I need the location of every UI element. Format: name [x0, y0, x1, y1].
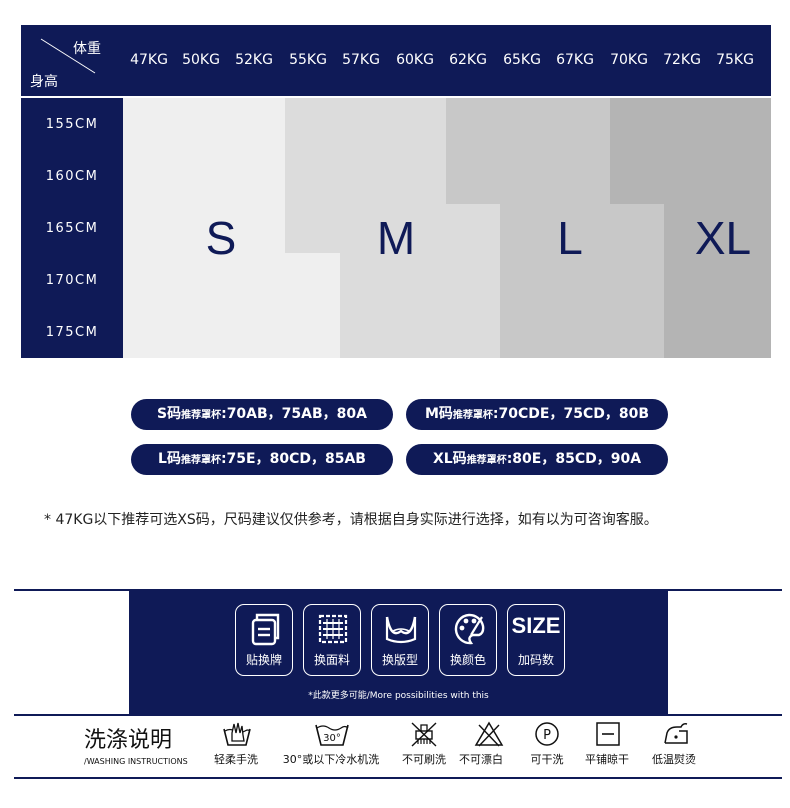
weight-column-label: 67KG: [556, 52, 594, 68]
custom-option-text: 贴换牌: [245, 653, 282, 667]
size-chart-header: 体重 身高 47KG 50KG 52KG 55KG 57KG 60KG 62KG 65KG 67…: [21, 25, 771, 96]
weight-column-label: 60KG: [396, 52, 434, 68]
wash-temp-text: 30°: [323, 733, 341, 744]
size-label-s: S: [205, 212, 237, 264]
height-row-label: 165CM: [45, 221, 99, 236]
customization-note: *此款更多可能/More possibilities with this: [308, 691, 489, 701]
custom-option-color[interactable]: 换颜色: [439, 604, 497, 676]
machine-wash-30-icon: 30°: [315, 724, 349, 746]
pill-cups: :80E，85CD，90A: [506, 451, 642, 467]
wash-label: 不可漂白: [459, 753, 503, 766]
wash-label: 轻柔手洗: [214, 753, 258, 766]
zone-l-fill: [500, 204, 664, 358]
recommend-pill-s: S码推荐罩杯:70AB，75AB，80A: [131, 399, 393, 430]
size-icon: SIZE: [511, 613, 561, 638]
height-row-label: 175CM: [45, 325, 99, 340]
pill-tag: 推荐罩杯: [181, 410, 222, 421]
weight-axis-label: 体重: [73, 41, 101, 57]
dry-clean-icon: P: [535, 722, 559, 746]
zone-s-lower: [285, 253, 340, 358]
height-row-label: 170CM: [45, 273, 99, 288]
zone-m-mid: [340, 204, 500, 358]
wash-label: 30°或以下冷水机洗: [282, 753, 380, 766]
weight-column-label: 65KG: [503, 52, 541, 68]
pill-size: S码: [157, 406, 182, 422]
height-row-label: 160CM: [45, 169, 99, 184]
no-bleach-icon: [474, 721, 504, 747]
custom-option-pattern[interactable]: 换版型: [371, 604, 429, 676]
zone-xl-upper: [610, 98, 771, 204]
pill-tag: 推荐罩杯: [180, 455, 221, 466]
diagonal-divider: [40, 38, 96, 74]
size-label-xl: XL: [694, 212, 752, 264]
size-label-l: L: [557, 212, 583, 264]
weight-column-label: 55KG: [289, 52, 327, 68]
hand-wash-icon: [223, 722, 251, 746]
divider-top: [14, 589, 782, 591]
height-row-label: 155CM: [45, 117, 99, 132]
custom-option-text: 换版型: [381, 653, 418, 667]
custom-option-fabric[interactable]: 换面料: [303, 604, 361, 676]
recommend-pill-m: M码推荐罩杯:70CDE，75CD，80B: [406, 399, 668, 430]
dry-flat-icon: [596, 722, 620, 746]
weight-column-label: 70KG: [610, 52, 648, 68]
pill-tag: 推荐罩杯: [452, 410, 493, 421]
weight-column-label: 57KG: [342, 52, 380, 68]
recommend-pill-xl: XL码推荐罩杯:80E，85CD，90A: [406, 444, 668, 475]
weight-column-label: 52KG: [235, 52, 273, 68]
zone-l-upper: [446, 98, 610, 204]
weight-column-label: 72KG: [663, 52, 701, 68]
pill-tag: 推荐罩杯: [466, 455, 507, 466]
custom-option-text: 换面料: [313, 653, 350, 667]
dry-clean-letter: P: [543, 728, 551, 743]
height-axis-label: 身高: [30, 74, 58, 90]
custom-option-text: 加码数: [517, 653, 554, 667]
pill-size: XL码: [432, 451, 467, 467]
wash-label: 低温熨烫: [652, 753, 696, 766]
custom-option-label[interactable]: 贴换牌: [235, 604, 293, 676]
custom-option-text: 换颜色: [449, 653, 486, 667]
weight-column-label: 62KG: [449, 52, 487, 68]
weight-column-label: 50KG: [182, 52, 220, 68]
no-brush-icon: [411, 722, 437, 747]
weight-column-label: 47KG: [130, 52, 168, 68]
zone-s-upper: [123, 98, 285, 358]
wash-label: 可干洗: [530, 753, 564, 766]
size-note: * 47KG以下推荐可选XS码，尺码建议仅供参考，请根据自身实际进行选择，如有以…: [44, 512, 658, 528]
bra-pattern-icon: [385, 616, 417, 644]
pill-size: L码: [158, 451, 181, 467]
recommend-pill-l: L码推荐罩杯:75E，80CD，85AB: [131, 444, 393, 475]
fabric-icon: [318, 614, 348, 644]
zone-xl-lower: [664, 204, 771, 358]
size-grid: S M L XL: [123, 98, 771, 358]
pill-cups: :75E，80CD，85AB: [220, 451, 366, 467]
custom-option-size[interactable]: SIZE 加码数: [507, 604, 565, 676]
pill-cups: :70AB，75AB，80A: [221, 406, 367, 422]
pill-size: M码: [424, 406, 453, 422]
customization-band: 贴换牌 换面料 换版型 换颜色 SIZE 加码数 *此款更多可能/More po…: [129, 591, 668, 714]
height-column: 155CM 160CM 165CM 170CM 175CM: [21, 98, 123, 358]
washing-subtitle: /WASHING INSTRUCTIONS: [84, 757, 188, 766]
divider-bottom: [14, 777, 782, 779]
divider-middle: [14, 714, 782, 716]
wash-label: 不可刷洗: [402, 753, 446, 766]
weight-column-label: 75KG: [716, 52, 754, 68]
label-tag-icon: [251, 613, 280, 646]
size-label-m: M: [376, 212, 416, 264]
wash-label: 平铺晾干: [585, 753, 629, 766]
washing-title: 洗涤说明: [84, 728, 173, 753]
low-iron-icon: [664, 723, 688, 744]
color-palette-icon: [454, 613, 485, 645]
pill-cups: :70CDE，75CD，80B: [492, 406, 649, 422]
header-corner-cell: 体重 身高: [21, 25, 123, 96]
